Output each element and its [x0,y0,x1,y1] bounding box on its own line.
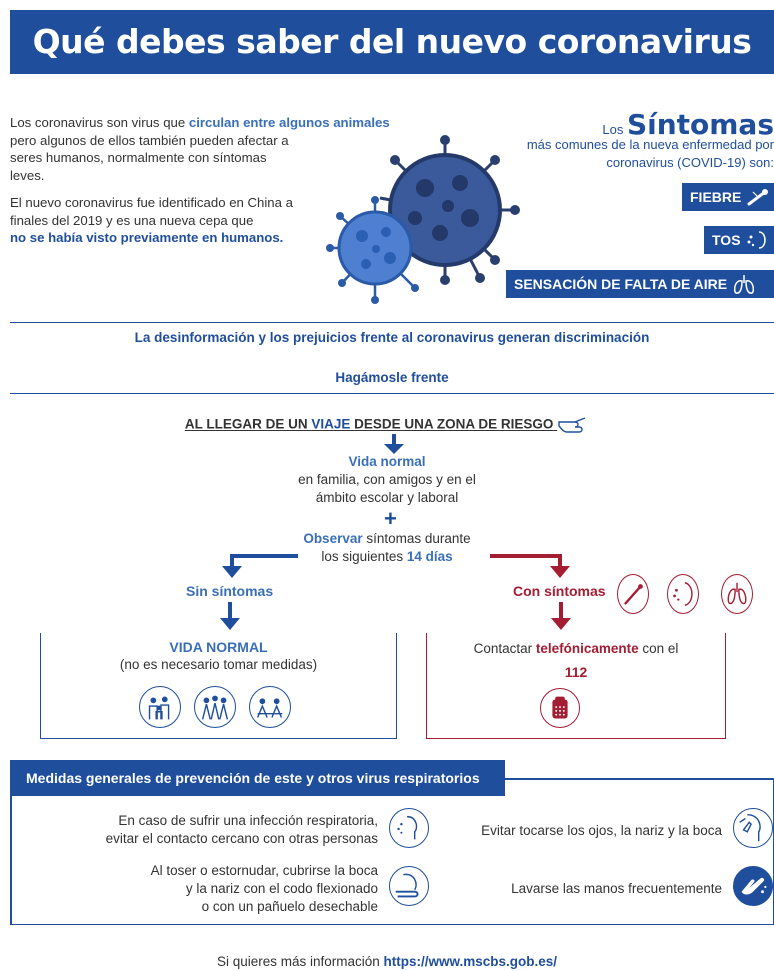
no-symptoms-box-title: VIDA NORMAL [169,639,268,655]
trip-heading: AL LLEGAR DE UN VIAJE DESDE UNA ZONA DE … [0,414,774,436]
no-symptoms-box: VIDA NORMAL (no es necesario tomar medid… [40,633,397,739]
symptom-shortness-of-breath: SENSACIÓN DE FALTA DE AIRE [506,270,774,298]
divider-bottom [10,393,774,394]
observe-text-b: los siguientes [321,549,407,564]
tip-distance: En caso de sufrir una infección respirat… [30,812,378,848]
with-symptoms-label: Con síntomas [513,583,606,599]
arrow-down-1 [384,434,404,454]
intro-paragraph-1: Los coronavirus son virus que circulan e… [10,114,440,184]
distance-icon [389,808,429,848]
normal-life-desc-2: ámbito escolar y laboral [315,490,459,505]
page-title: Qué debes saber del nuevo coronavirus [32,22,752,61]
intro-text-a: Los coronavirus son virus que [10,115,189,130]
contact-text-highlight: telefónicamente [535,641,639,656]
tip-distance-line-1: En caso de sufrir una infección respirat… [118,813,378,828]
divider-top [10,322,774,323]
symptom-fever-label: FIEBRE [690,189,742,205]
trip-text-b: DESDE UNA ZONA DE RIESGO [350,416,554,432]
intro-highlight-animals: circulan entre algunos animales [188,115,390,130]
with-symptoms-box: Contactar telefónicamente con el 112 [426,633,726,739]
observe-highlight: Observar [303,531,363,546]
virus-large-icon [379,135,520,285]
contact-text: Contactar telefónicamente con el [427,641,725,656]
arrow-down-left [220,602,240,630]
coronavirus-illustration [326,135,520,304]
symptoms-heading: Los Síntomas [484,108,774,141]
tip-cough-line-3: o con un pañuelo desechable [201,899,378,914]
school-work-icon [249,686,291,728]
lungs-icon [734,275,755,294]
footer: Si quieres más información https://www.m… [0,954,774,969]
prevention-frame-top [505,778,774,780]
arrow-down-right [551,602,571,630]
observe-text-a: síntomas durante [362,531,471,546]
no-symptoms-label: Sin síntomas [186,583,274,599]
tip-distance-line-2: evitar el contacto cercano con otras per… [105,831,378,846]
cough-icon [747,231,766,249]
tip-cough-line-2: y la nariz con el codo flexionado [185,881,378,896]
contact-text-a: Contactar [473,641,536,656]
branch-arrow-left [222,554,298,578]
title-banner: Qué debes saber del nuevo coronavirus [10,10,774,74]
tip-cough-line-1: Al toser o estornudar, cubrirse la boca [150,863,378,878]
cough-circle-icon [667,574,699,614]
symptoms-title: Síntomas [626,108,774,141]
prevention-frame-left [10,796,12,925]
tip-handwash: Lavarse las manos frecuentemente [430,880,722,898]
intro-paragraph-2: El nuevo coronavirus fue identificado en… [10,194,300,247]
face-touch-icon [733,808,773,848]
symptom-fever: FIEBRE [682,183,774,211]
handwash-icon [733,866,773,906]
normal-life-label: Vida normal [348,454,426,469]
tip-cover-cough: Al toser o estornudar, cubrirse la boca … [30,862,378,916]
virus-small-icon [326,196,419,304]
symptoms-subtitle: más comunes de la nueva enfermedad por c… [526,137,774,170]
tip-no-face-touch: Evitar tocarse los ojos, la nariz y la b… [430,822,722,840]
tip-handwash-line-1: Lavarse las manos frecuentemente [511,881,722,896]
intro-text-b: pero algunos de ellos también pueden afe… [10,132,289,183]
trip-text-highlight: VIAJE [311,416,351,432]
fever-circle-icon [617,574,649,614]
symptoms-los: Los [602,122,627,137]
normal-life-description: en familia, con amigos y en el ámbito es… [0,471,774,507]
emergency-number: 112 [564,664,588,680]
symptom-breath-label: SENSACIÓN DE FALTA DE AIRE [514,276,728,292]
symptom-cough: TOS [704,226,774,254]
observe-symptoms-text: Observar síntomas durante los siguientes… [0,530,774,566]
no-symptoms-box-subtitle: (no es necesario tomar medidas) [119,657,318,672]
elbow-cough-icon [389,866,429,906]
branch-arrow-right [490,554,570,578]
footer-link[interactable]: https://www.mscbs.gob.es/ [383,954,558,969]
symptom-cough-label: TOS [712,232,741,248]
pointing-hand-icon [558,417,586,433]
intro-highlight-humans: no se había visto previamente en humanos… [10,230,284,245]
trip-text-a: AL LLEGAR DE UN [184,416,312,432]
contact-text-b: con el [638,641,679,656]
intro-text: Los coronavirus son virus que circulan e… [10,114,440,257]
observe-days: 14 días [406,549,453,564]
intro-text-c: El nuevo coronavirus fue identificado en… [10,195,293,228]
prevention-title: Medidas generales de prevención de este … [10,760,505,796]
family-icon [139,686,181,728]
lungs-circle-icon [721,574,753,614]
disinformation-message: La desinformación y los prejuicios frent… [134,330,650,345]
footer-text: Si quieres más información [216,954,384,969]
telephone-icon [540,688,580,728]
normal-life-desc-1: en familia, con amigos y en el [298,472,476,487]
friends-icon [194,686,236,728]
face-it-message: Hagámosle frente [335,370,449,385]
tip-face-line-1: Evitar tocarse los ojos, la nariz y la b… [481,823,722,838]
plus-sign: + [384,506,397,531]
thermometer-icon [747,189,769,206]
